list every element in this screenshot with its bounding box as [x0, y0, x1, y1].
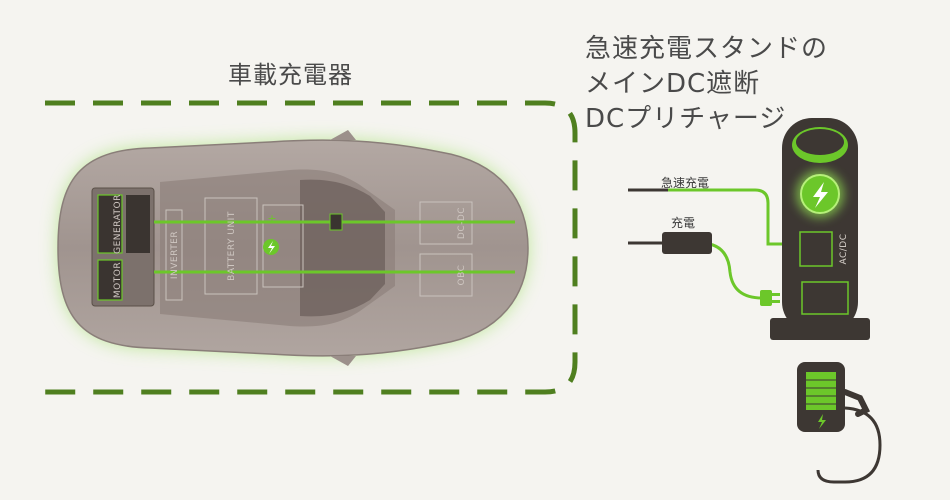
onboard-charger-title: 車載充電器: [228, 61, 353, 89]
normal-charge-cable: [628, 232, 780, 306]
station-title-line-2: メインDC遮断: [585, 69, 761, 99]
lightning-bolt-icon: [813, 182, 828, 208]
ac-wall-charger: [797, 362, 882, 484]
wall-charger-bolt-icon: [818, 414, 826, 429]
station-title-line-3: DCプリチャージ: [585, 104, 787, 134]
label-generator: GENERATOR: [113, 194, 123, 254]
label-dcdc: DC-DC: [457, 207, 467, 239]
normal-charge-label: 充電: [671, 216, 696, 230]
fast-charge-cable: [628, 188, 800, 246]
label-acdc: AC/DC: [839, 233, 849, 264]
fast-charge-label: 急速充電: [661, 176, 710, 190]
label-obc: OBC: [457, 265, 467, 286]
plug-icon: [760, 290, 780, 306]
label-battery: BATTERY UNIT: [227, 211, 237, 281]
battery-charge-icon: [268, 241, 275, 254]
fast-charging-station: AC/DC: [770, 118, 870, 340]
car: + − GENERATOR MOTOR INVERTER BATTERY UNI…: [57, 130, 529, 366]
svg-text:+: +: [267, 212, 276, 225]
label-motor: MOTOR: [113, 262, 123, 298]
label-inverter: INVERTER: [170, 231, 180, 279]
station-title-line-1: 急速充電スタンドの: [585, 34, 829, 64]
svg-text:−: −: [267, 265, 277, 279]
